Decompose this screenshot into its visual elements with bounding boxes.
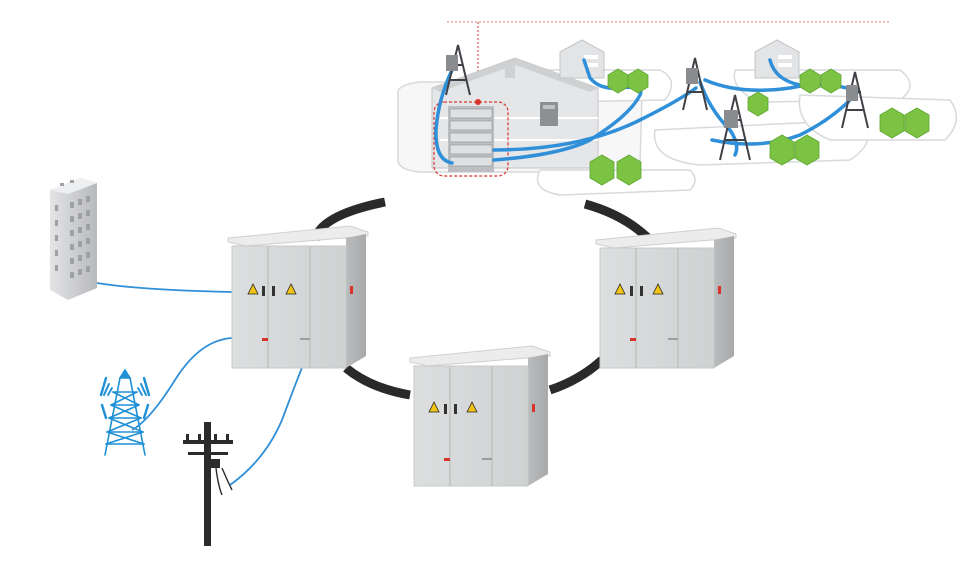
campus-cables bbox=[434, 58, 860, 165]
tower-4 bbox=[841, 71, 869, 129]
outdoor-cabinet-right bbox=[595, 227, 737, 369]
tower-cable bbox=[131, 337, 233, 431]
tower-2 bbox=[682, 57, 708, 111]
feeder-cables bbox=[96, 282, 306, 486]
warning-icon bbox=[652, 283, 664, 295]
tower-1 bbox=[445, 44, 471, 96]
outdoor-cabinet-bottom bbox=[409, 345, 551, 487]
pole-cable bbox=[229, 359, 306, 486]
outdoor-cabinet-left bbox=[227, 225, 369, 369]
warning-icon bbox=[285, 283, 297, 295]
warning-icon bbox=[428, 401, 440, 413]
green-hex-trees bbox=[589, 68, 930, 186]
warning-icon bbox=[247, 283, 259, 295]
warning-icon bbox=[466, 401, 478, 413]
radio-tower-icon bbox=[99, 368, 151, 456]
campus-towers bbox=[445, 44, 869, 161]
warning-icon bbox=[614, 283, 626, 295]
small-house-1 bbox=[559, 39, 605, 79]
rack-highlight-box bbox=[433, 101, 509, 177]
rack-marker-dot bbox=[475, 99, 481, 105]
office-building bbox=[50, 178, 97, 300]
small-house-2 bbox=[754, 39, 800, 79]
building-cable bbox=[96, 282, 233, 293]
campus-scene bbox=[396, 21, 958, 196]
tower-3 bbox=[719, 94, 751, 161]
utility-pole bbox=[183, 422, 233, 546]
